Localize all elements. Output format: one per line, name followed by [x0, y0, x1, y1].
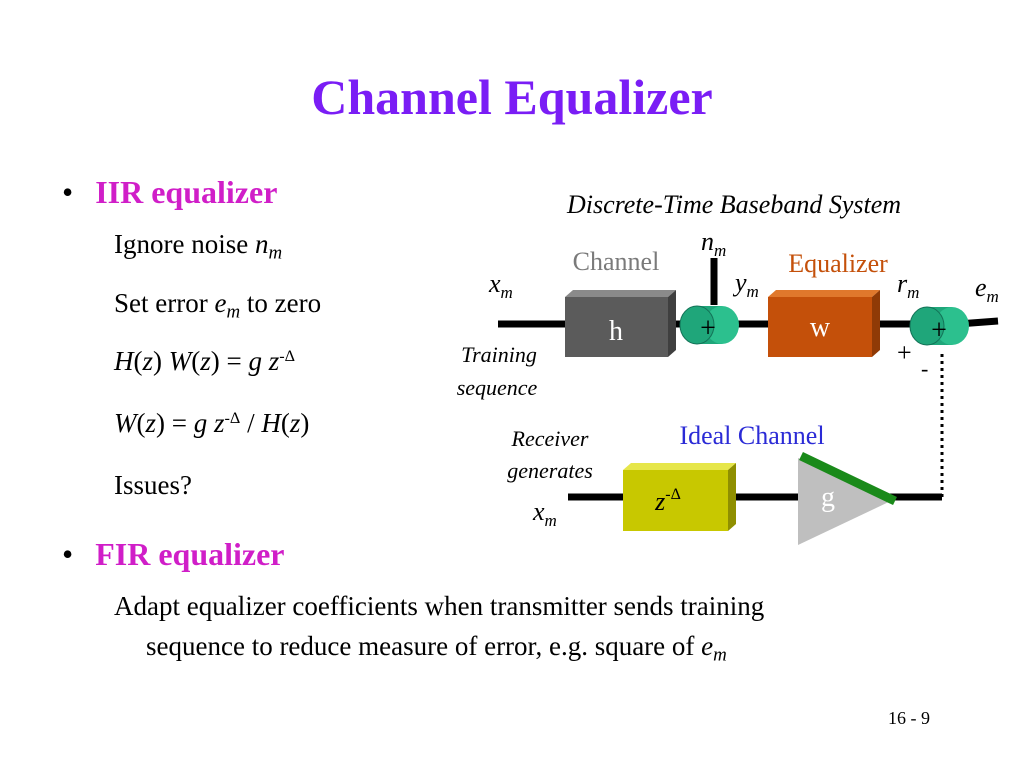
page-number: 16 - 9: [888, 708, 930, 728]
x-m-label-bottom: xm: [532, 497, 557, 530]
sub-m: m: [987, 287, 999, 306]
gain-block: g: [798, 451, 897, 545]
bullet-iir: • IIR equalizer: [62, 174, 277, 211]
var-e: e: [701, 631, 714, 661]
eq-W: W: [168, 346, 192, 376]
fir-desc-text: sequence to reduce measure of error, e.g…: [146, 631, 702, 661]
generates-label: generates: [507, 458, 593, 483]
channel-block: h: [565, 290, 676, 357]
iir-equation-2: W(z) = g z-Δ / H(z): [114, 408, 310, 438]
eq-H: H: [261, 408, 281, 438]
gain-edge: [799, 451, 897, 506]
y-m-label: ym: [732, 268, 759, 301]
sub-m: m: [545, 511, 557, 530]
sub-m: m: [747, 282, 759, 301]
diagram-title: Discrete-Time Baseband System: [566, 190, 901, 219]
sub-m: m: [268, 242, 283, 264]
bullet-dot: •: [62, 536, 74, 572]
sub-m: m: [226, 301, 241, 323]
sub-m: m: [713, 644, 727, 666]
iir-line-error: Set error em to zero: [114, 288, 321, 324]
eq-z: z: [142, 346, 154, 376]
eq-H: H: [114, 346, 134, 376]
eq-W: W: [114, 408, 137, 438]
var-x: x: [532, 497, 545, 526]
var-e: e: [214, 288, 227, 318]
eq-g: g: [193, 408, 208, 438]
delay-z: z: [654, 487, 665, 516]
iir-line2-end: to zero: [240, 288, 322, 318]
eq-z: z: [214, 408, 225, 438]
delay-block: z-Δ: [623, 463, 736, 531]
eq-z: z: [289, 408, 301, 438]
eq-exponent: -Δ: [279, 347, 296, 366]
receiver-label: Receiver: [511, 426, 589, 451]
equalizer-block-label: w: [810, 312, 831, 343]
n-m-label: nm: [701, 227, 726, 260]
sub-m: m: [714, 241, 726, 260]
eq-g: g: [248, 346, 263, 376]
iir-issues: Issues?: [114, 470, 192, 500]
eq-z: z: [268, 346, 280, 376]
bullet-dot: •: [62, 174, 74, 210]
fir-heading: FIR equalizer: [95, 536, 285, 572]
slide-title: Channel Equalizer: [311, 69, 713, 125]
iir-line-noise: Ignore noise nm: [114, 229, 282, 265]
sequence-label: sequence: [457, 375, 538, 400]
iir-heading: IIR equalizer: [95, 174, 278, 210]
eq-z: z: [145, 408, 157, 438]
fir-desc-line1: Adapt equalizer coefficients when transm…: [114, 591, 765, 621]
bullet-fir: • FIR equalizer: [62, 536, 285, 573]
x-m-label-top: xm: [488, 269, 513, 302]
sub-m: m: [501, 283, 513, 302]
adder-2-sign: +: [931, 315, 947, 346]
iir-line2-text: Set error: [114, 288, 215, 318]
iir-line1-text: Ignore noise: [114, 229, 255, 259]
adder-1-sign: +: [700, 313, 716, 344]
eq-z: z: [200, 346, 211, 376]
var-n: n: [254, 229, 269, 259]
gain-block-label: g: [821, 482, 835, 513]
equalizer-label: Equalizer: [788, 249, 888, 278]
iir-equation-1: H(z) W(z) = g z-Δ: [114, 346, 296, 376]
eq-equals: =: [219, 346, 249, 376]
training-label: Training: [461, 342, 537, 367]
var-n: n: [701, 227, 714, 256]
channel-block-label: h: [609, 316, 623, 347]
sub-m: m: [907, 283, 919, 302]
delay-block-label: z-Δ: [654, 486, 681, 516]
eq-slash: /: [240, 408, 262, 438]
fir-desc-line2: sequence to reduce measure of error, e.g…: [146, 631, 727, 667]
r-m-label: rm: [897, 269, 919, 302]
var-y: y: [732, 268, 747, 297]
e-m-label: em: [975, 273, 999, 306]
adder-2: +: [909, 306, 969, 346]
eq-equals: =: [165, 408, 194, 438]
delay-exponent: -Δ: [665, 486, 681, 503]
ideal-channel-label: Ideal Channel: [679, 421, 824, 450]
var-x: x: [488, 269, 501, 298]
minus-input-label: -: [921, 356, 928, 381]
equalizer-block: w: [768, 290, 880, 357]
plus-input-label: +: [897, 338, 912, 367]
channel-label: Channel: [573, 247, 660, 276]
var-e: e: [975, 273, 987, 302]
adder-1: +: [679, 305, 739, 345]
eq-exponent: -Δ: [224, 409, 241, 428]
var-r: r: [897, 269, 908, 298]
